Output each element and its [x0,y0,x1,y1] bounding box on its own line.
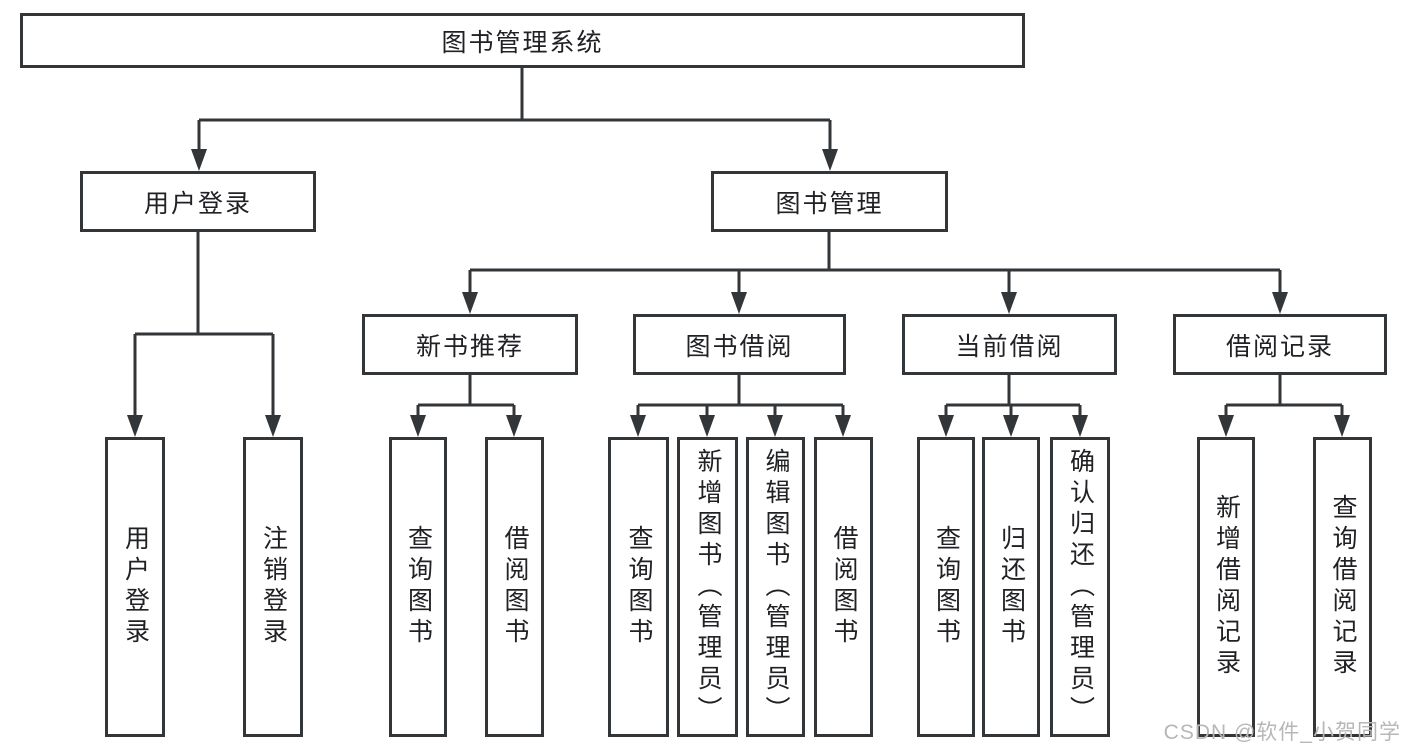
leaf-return-book: 归还图书 [982,437,1040,737]
node-current-borrow: 当前借阅 [902,314,1117,375]
node-user-login: 用户登录 [80,171,316,232]
leaf-borrow-books: 借阅图书 [814,437,873,737]
leaf-query-books-borrow: 查询图书 [608,437,669,737]
leaf-edit-book-admin: 编辑图书（管理员） [746,437,805,737]
leaf-borrow-books-recommend: 借阅图书 [485,437,544,737]
leaf-confirm-return-admin: 确认归还（管理员） [1050,437,1110,737]
leaf-add-book-admin: 新增图书（管理员） [677,437,738,737]
leaf-query-books-recommend: 查询图书 [389,437,447,737]
leaf-logout: 注销登录 [243,437,303,737]
node-new-book-recommend: 新书推荐 [362,314,578,375]
leaf-user-login: 用户登录 [105,437,165,737]
leaf-query-books-current: 查询图书 [917,437,975,737]
node-book-borrow: 图书借阅 [633,314,846,375]
watermark: CSDN @软件_小贺同学 [1163,721,1401,744]
leaf-query-borrow-record: 查询借阅记录 [1313,437,1372,737]
node-borrow-records: 借阅记录 [1173,314,1387,375]
node-book-management: 图书管理 [711,171,948,232]
node-root: 图书管理系统 [20,13,1025,68]
leaf-add-borrow-record: 新增借阅记录 [1197,437,1255,737]
